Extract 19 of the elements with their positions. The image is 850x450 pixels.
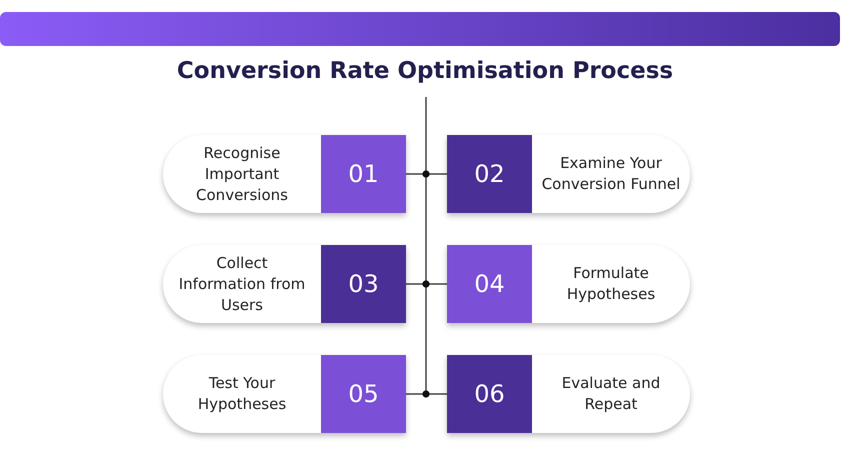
step-number: 01: [321, 135, 406, 213]
step-card: [447, 135, 690, 213]
step-number: 03: [321, 245, 406, 323]
step-label: Test Your Hypotheses: [196, 373, 288, 415]
step-number: 02: [447, 135, 532, 213]
step-label: Evaluate and Repeat: [560, 373, 662, 415]
step-label: Formulate Hypotheses: [566, 263, 656, 305]
step-card: [163, 355, 406, 433]
title: Conversion Rate Optimisation Process: [176, 58, 674, 84]
step-number: 05: [321, 355, 406, 433]
step-number: 06: [447, 355, 532, 433]
step-card: [447, 245, 690, 323]
step-label: Collect Information from Users: [178, 252, 306, 316]
step-card: [447, 355, 690, 433]
step-card: [163, 245, 406, 323]
step-number: 04: [447, 245, 532, 323]
step-label: Examine Your Conversion Funnel: [540, 153, 682, 195]
step-label: Recognise Important Conversions: [195, 142, 289, 206]
step-card: [163, 135, 406, 213]
